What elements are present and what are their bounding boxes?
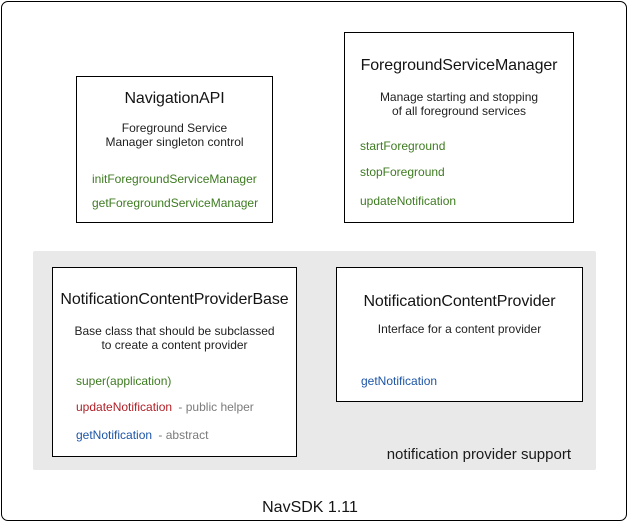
navigation-api-title: NavigationAPI (124, 90, 225, 107)
method-super-application: super(application) (76, 374, 171, 388)
description-line: Manager singleton control (105, 135, 244, 149)
method-label: updateNotification (76, 400, 173, 414)
method-label: updateNotification (360, 194, 457, 208)
description-line: Interface for a content provider (377, 322, 542, 336)
method-getNotification-abstract: getNotification - abstract (76, 428, 208, 442)
description-line: Manage starting and stopping (379, 90, 539, 104)
foreground-service-manager-description: Manage starting and stopping of all fore… (345, 90, 573, 118)
method-label: initForegroundServiceManager (92, 172, 257, 186)
notification-content-provider-title: NotificationContentProvider (363, 293, 556, 310)
class-box-navigation-api: NavigationAPI Foreground Service Manager… (76, 76, 273, 223)
method-initForegroundServiceManager: initForegroundServiceManager (92, 172, 257, 186)
notification-content-provider-description: Interface for a content provider (337, 322, 582, 336)
class-box-notification-content-provider-base: NotificationContentProviderBase Base cla… (52, 267, 297, 457)
method-label: stopForeground (360, 165, 445, 179)
method-getNotification: getNotification (361, 374, 437, 388)
description-line: to create a content provider (101, 338, 248, 352)
notification-provider-support-label: notification provider support (386, 446, 571, 463)
method-suffix: - public helper (178, 400, 254, 414)
notification-content-provider-base-title: NotificationContentProviderBase (60, 291, 289, 308)
class-box-foreground-service-manager: ForegroundServiceManager Manage starting… (344, 32, 574, 223)
navsdk-version-label: NavSDK 1.11 (262, 499, 358, 516)
method-label: getNotification (76, 428, 153, 442)
method-suffix: - abstract (158, 428, 209, 442)
navigation-api-description: Foreground Service Manager singleton con… (77, 121, 272, 149)
method-stopForeground: stopForeground (360, 165, 445, 179)
method-updateNotification: updateNotification (360, 194, 456, 208)
method-getForegroundServiceManager: getForegroundServiceManager (92, 196, 258, 210)
notification-content-provider-base-description: Base class that should be subclassed to … (53, 324, 296, 352)
method-label: super(application) (76, 374, 172, 388)
foreground-service-manager-title: ForegroundServiceManager (360, 57, 558, 74)
method-label: startForeground (360, 139, 446, 153)
method-label: getNotification (361, 374, 438, 388)
description-line: Base class that should be subclassed (74, 324, 275, 338)
method-label: getForegroundServiceManager (92, 196, 259, 210)
class-box-notification-content-provider: NotificationContentProvider Interface fo… (336, 267, 583, 402)
description-line: Foreground Service (121, 121, 228, 135)
method-startForeground: startForeground (360, 139, 445, 153)
method-updateNotification-public-helper: updateNotification - public helper (76, 400, 254, 414)
description-line: of all foreground services (391, 104, 527, 118)
